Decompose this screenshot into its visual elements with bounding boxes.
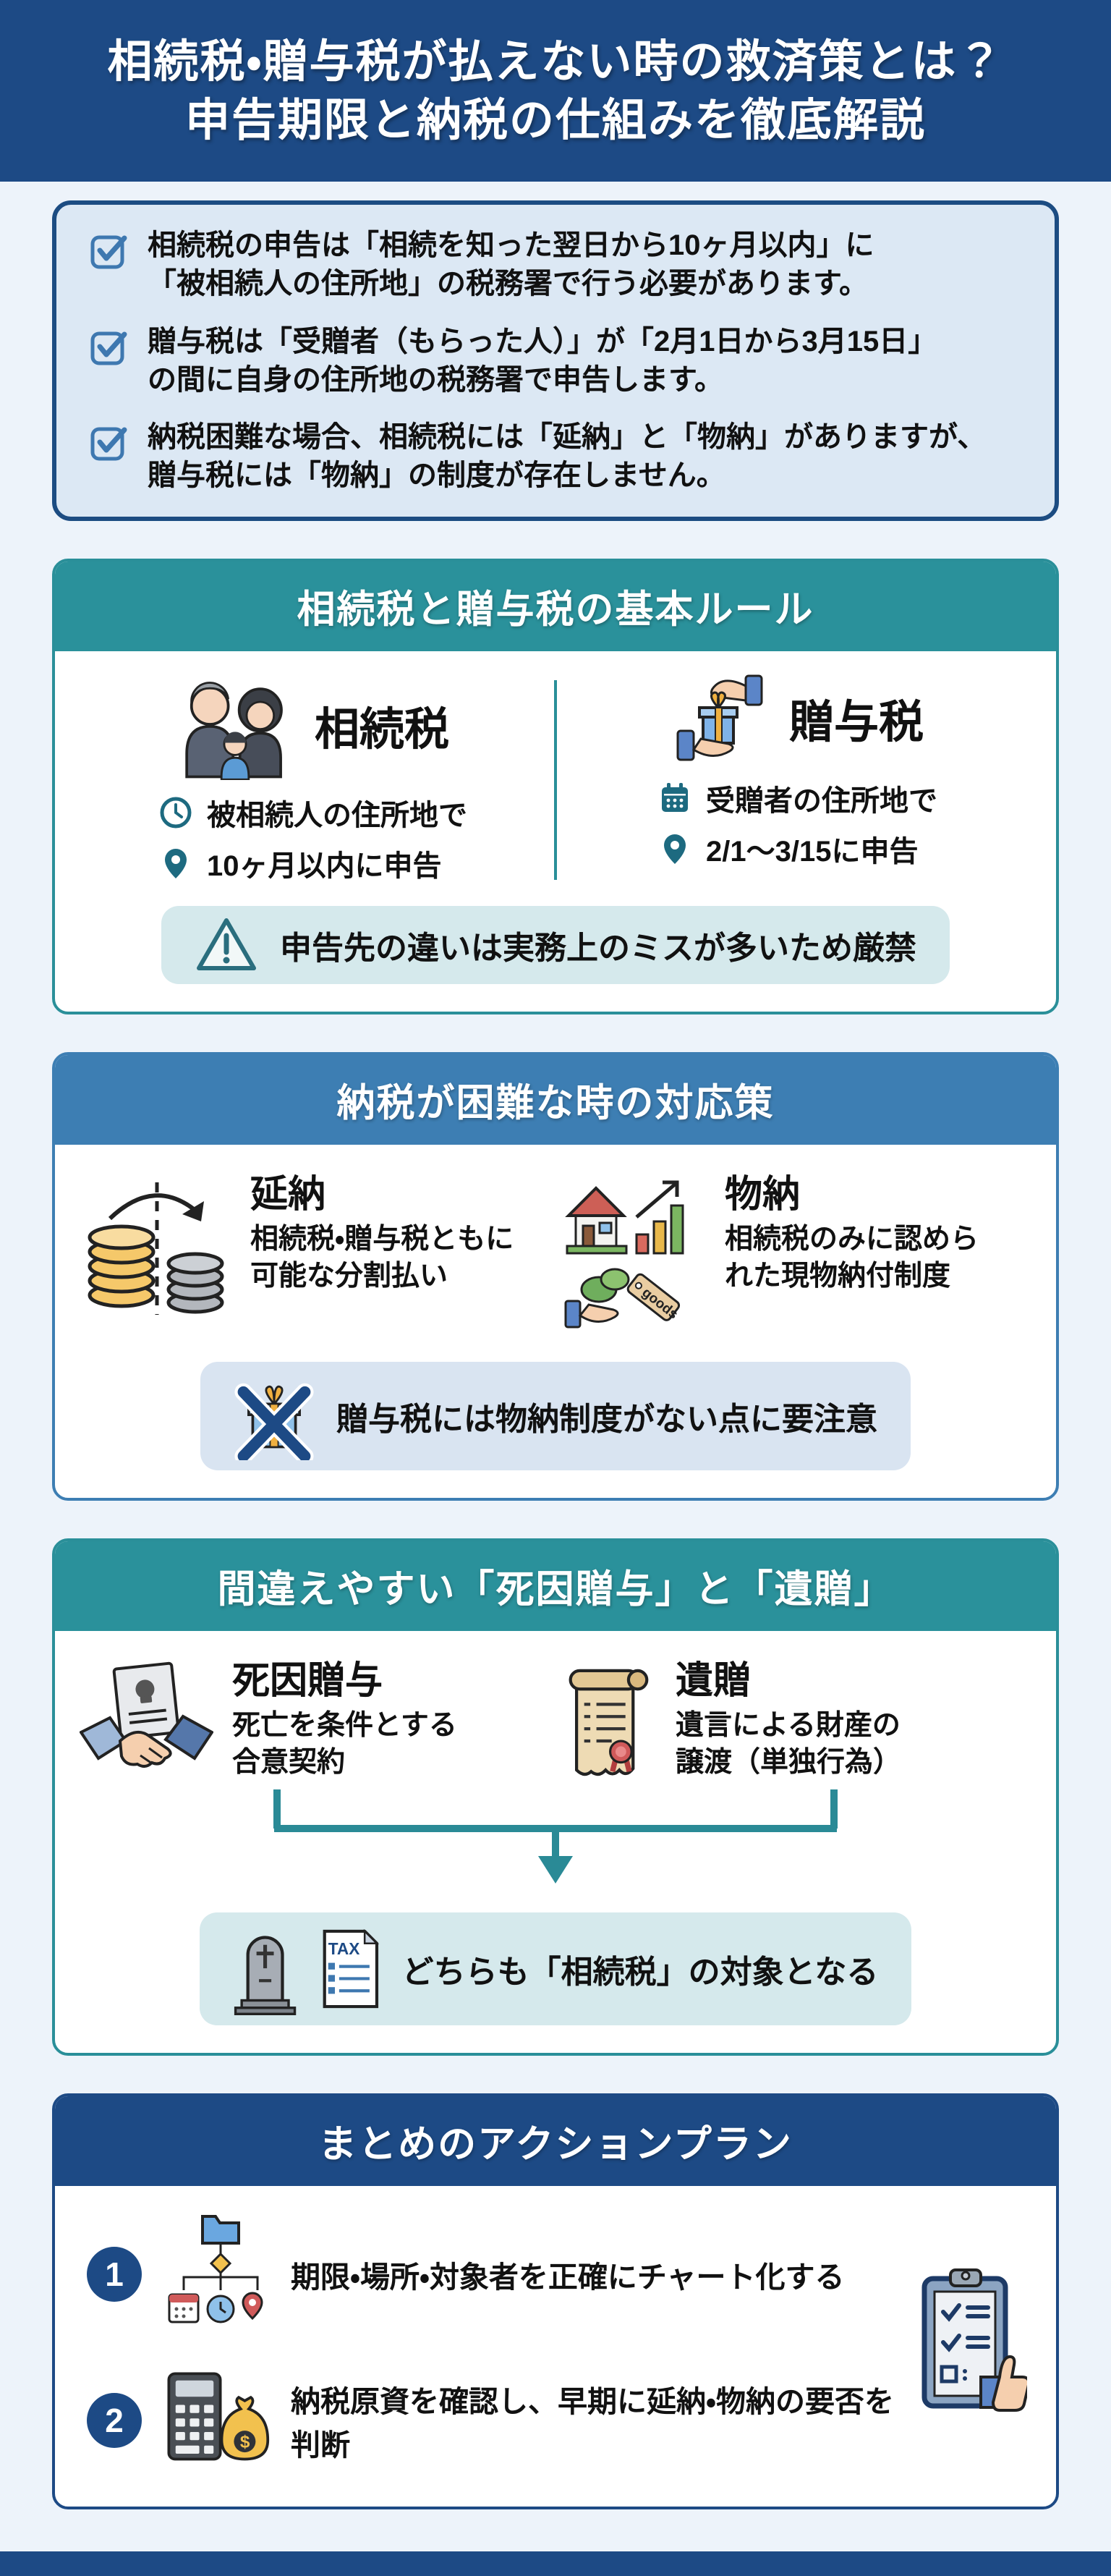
deferred-payment-title: 延納	[250, 1174, 326, 1216]
key-point-item: 贈与税は「受贈者（もらった人）」が「2月1日から3月15日」 の間に自身の住所地…	[90, 323, 1021, 399]
bequest-column: 遺贈 遺言による財産の 譲渡（単独行為）	[561, 1660, 1031, 1794]
death-gift-desc: 死亡を条件とする 合意契約	[232, 1710, 457, 1778]
gift-hands-icon	[676, 674, 763, 761]
map-pin-icon	[664, 834, 686, 865]
gift-tax-top: 贈与税	[672, 670, 924, 766]
section-basic-rules: 相続税と贈与税の基本ルール 相続税	[52, 559, 1059, 1015]
action-plan-body: 1	[55, 2186, 1056, 2507]
section-payment-options: 納税が困難な時の対応策 延納 相続税・贈与税ともに	[52, 1052, 1059, 1501]
title-line-1: 相続税・贈与税が払えない時の救済策とは？	[107, 37, 1004, 87]
warning-triangle-icon	[197, 918, 256, 971]
death-gift-column: 死因贈与 死亡を条件とする 合意契約	[80, 1660, 550, 1794]
key-point-text: 相続税の申告は「相続を知った翌日から10ヶ月以内」に 「被相続人の住所地」の税務…	[148, 229, 874, 300]
action-plan-text-2: 納税原資を確認し、早期に延納・物納の要否を判断	[291, 2385, 894, 2462]
payment-in-kind-column: goods 物納 相続税のみに認めら れた現物納付制度	[561, 1174, 1031, 1340]
inheritance-tax-top: 相続税	[177, 670, 449, 781]
deferred-payment-desc: 相続税・贈与税ともに 可能な分割払い	[250, 1224, 514, 1292]
bullet-when: 2/1～3/15に申告	[658, 828, 937, 870]
family-icon	[185, 682, 283, 781]
key-point-item: 相続税の申告は「相続を知った翌日から10ヶ月以内」に 「被相続人の住所地」の税務…	[90, 226, 1021, 303]
step-2-badge: 2	[87, 2393, 142, 2449]
title-line-2: 申告期限と納税の仕組みを徹底解説	[184, 95, 926, 145]
checkbox-icon	[90, 331, 127, 365]
clock-icon	[160, 797, 192, 829]
inheritance-tax-result-text: どちらも「相続税」の対象となる	[401, 1954, 879, 1991]
action-plan-text-1: 期限・場所・対象者を正確にチャート化する	[291, 2260, 845, 2294]
will-scroll-icon	[569, 1669, 649, 1776]
step-1-badge: 1	[87, 2246, 142, 2302]
deathbed-contract-icon	[80, 1662, 213, 1768]
bequest-desc: 遺言による財産の 譲渡（単独行為）	[676, 1710, 902, 1778]
inheritance-tax-bullets: 被相続人の住所地で 10ヶ月以内に申告	[159, 792, 467, 884]
section-payment-header: 納税が困難な時の対応策	[55, 1055, 1056, 1145]
action-plan-rows: 1	[87, 2211, 894, 2475]
key-point-text: 納税困難な場合、相続税には「延納」と「物納」がありますが、 贈与税には「物納」の…	[148, 420, 987, 492]
calendar-icon	[662, 783, 688, 813]
filing-warning-pill: 申告先の違いは実務上のミスが多いため厳禁	[161, 906, 950, 985]
deferred-payment-column: 延納 相続税・贈与税ともに 可能な分割払い	[80, 1174, 550, 1340]
house-chart-goods-icon: goods	[564, 1180, 684, 1329]
merge-arrow	[273, 1789, 838, 1884]
coin-stacks-icon	[88, 1182, 224, 1315]
gift-tax-title: 贈与税	[788, 698, 924, 748]
gift-tax-column: 贈与税 受贈者の住所地で 2/1～3/15に申告	[557, 670, 1039, 884]
confusing-columns: 死因贈与 死亡を条件とする 合意契約	[55, 1631, 1056, 1794]
bequest-title: 遺贈	[676, 1660, 752, 1703]
action-plan-item-2: 2 $ 納税原資を確認し、早期に延納	[87, 2366, 894, 2475]
death-gift-title: 死因贈与	[232, 1660, 383, 1703]
bullet-where: 受贈者の住所地で	[658, 777, 937, 819]
action-plan-item-1: 1	[87, 2211, 894, 2337]
section-confusing-header: 間違えやすい「死因贈与」と「遺贈」	[55, 1541, 1056, 1632]
infographic-body: 相続税の申告は「相続を知った翌日から10ヶ月以内」に 「被相続人の住所地」の税務…	[52, 200, 1059, 2510]
tombstone-icon	[234, 1936, 296, 2016]
deferred-payment-text: 延納 相続税・贈与税ともに 可能な分割払い	[250, 1174, 514, 1295]
clipboard-thumbs-icon	[921, 2268, 1027, 2412]
payment-columns: 延納 相続税・贈与税ともに 可能な分割払い	[55, 1145, 1056, 1340]
column-divider	[554, 680, 557, 881]
inheritance-tax-title: 相続税	[314, 705, 449, 755]
section-action-plan: まとめのアクションプラン 1	[52, 2093, 1059, 2510]
checkbox-icon	[90, 235, 127, 269]
key-points-box: 相続税の申告は「相続を知った翌日から10ヶ月以内」に 「被相続人の住所地」の税務…	[52, 200, 1059, 522]
basic-rules-columns: 相続税 被相続人の住所地で 10ヶ月以内に申告	[55, 651, 1056, 884]
no-gift-in-kind-text: 贈与税には物納制度がない点に要注意	[336, 1402, 877, 1438]
key-point-text: 贈与税は「受贈者（もらった人）」が「2月1日から3月15日」 の間に自身の住所地…	[148, 325, 937, 396]
svg-text:$: $	[240, 2433, 250, 2452]
inheritance-tax-result-pill: TAX どちらも「相続税」の対象となる	[199, 1912, 912, 2026]
inheritance-tax-column: 相続税 被相続人の住所地で 10ヶ月以内に申告	[72, 670, 554, 884]
payment-in-kind-desc: 相続税のみに認めら れた現物納付制度	[725, 1224, 979, 1292]
tax-document-icon: TAX	[323, 1929, 379, 2009]
calculator-money-icon: $	[167, 2372, 270, 2461]
key-point-item: 納税困難な場合、相続税には「延納」と「物納」がありますが、 贈与税には「物納」の…	[90, 418, 1021, 495]
section-basic-rules-header: 相続税と贈与税の基本ルール	[55, 562, 1056, 652]
filing-warning-text: 申告先の違いは実務上のミスが多いため厳禁	[280, 931, 916, 967]
bottom-accent-bar	[0, 2551, 1111, 2576]
checkbox-icon	[90, 427, 127, 461]
payment-in-kind-title: 物納	[725, 1174, 801, 1216]
section-action-plan-header: まとめのアクションプラン	[55, 2096, 1056, 2187]
title-banner: 相続税・贈与税が払えない時の救済策とは？ 申告期限と納税の仕組みを徹底解説	[0, 0, 1111, 182]
bullet-when: 10ヶ月以内に申告	[159, 842, 467, 884]
tax-doc-label: TAX	[328, 1939, 359, 1958]
merge-bracket	[55, 1789, 1056, 1891]
map-pin-icon	[165, 849, 187, 879]
bullet-where: 被相続人の住所地で	[159, 792, 467, 834]
flowchart-icon	[168, 2215, 263, 2323]
gift-tax-bullets: 受贈者の住所地で 2/1～3/15に申告	[658, 777, 937, 870]
payment-in-kind-text: 物納 相続税のみに認めら れた現物納付制度	[725, 1174, 979, 1295]
bequest-text: 遺贈 遺言による財産の 譲渡（単独行為）	[676, 1660, 901, 1781]
no-gift-in-kind-pill: 贈与税には物納制度がない点に要注意	[200, 1362, 911, 1471]
section-confusing-terms: 間違えやすい「死因贈与」と「遺贈」 死因	[52, 1538, 1059, 2056]
no-gift-icon	[234, 1384, 314, 1461]
death-gift-text: 死因贈与 死亡を条件とする 合意契約	[232, 1660, 457, 1781]
